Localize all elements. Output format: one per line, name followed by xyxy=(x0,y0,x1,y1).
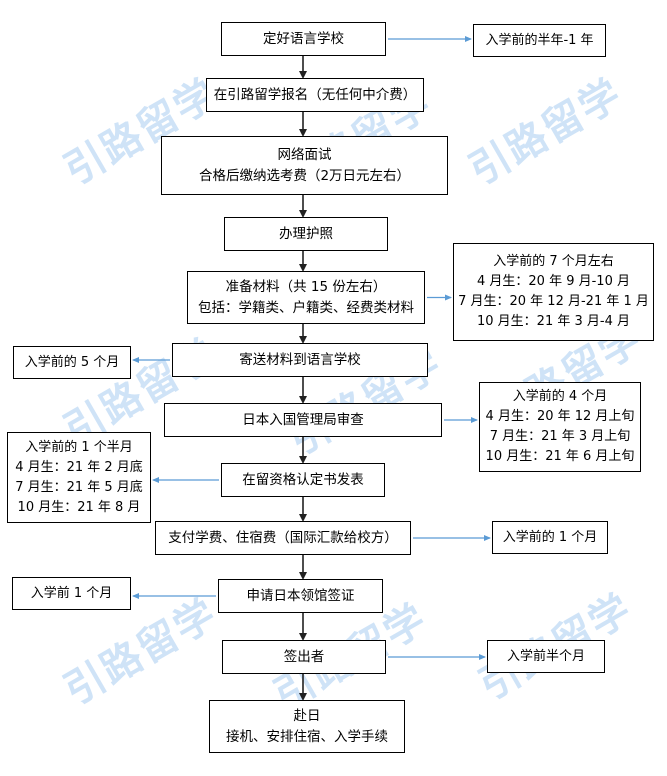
note-visa-apply: 入学前 1 个月 xyxy=(12,577,131,610)
step-text: 支付学费、住宿费（国际汇款给校方） xyxy=(168,529,398,546)
note-text: 入学前的 1 个半月 xyxy=(25,439,133,455)
step-immigration-review: 日本入国管理局审查 xyxy=(164,403,442,437)
step-text: 寄送材料到语言学校 xyxy=(239,351,361,368)
step-choose-school: 定好语言学校 xyxy=(221,22,386,56)
note-text: 4 月生：21 年 2 月底 xyxy=(15,459,143,475)
note-send-materials: 入学前的 5 个月 xyxy=(13,346,131,379)
note-text: 入学前半个月 xyxy=(506,648,585,664)
note-text: 入学前的 1 个月 xyxy=(502,529,598,545)
note-text: 4 月生：20 年 12 月上旬 xyxy=(485,409,635,424)
note-text: 入学前的 4 个月 xyxy=(512,389,608,404)
step-text: 准备材料（共 15 份左右） xyxy=(225,278,387,295)
note-prepare-materials: 入学前的 7 个月左右 4 月生：20 年 9 月-10 月 7 月生：20 年… xyxy=(453,243,654,341)
step-coe-issued: 在留资格认定书发表 xyxy=(221,463,385,497)
note-text: 10 月生：21 年 6 月上旬 xyxy=(485,449,635,464)
note-text: 入学前的 5 个月 xyxy=(24,354,120,370)
step-text: 办理护照 xyxy=(279,225,333,242)
step-pay-fees: 支付学费、住宿费（国际汇款给校方） xyxy=(155,521,411,555)
step-text: 包括：学籍类、户籍类、经费类材料 xyxy=(198,299,414,316)
note-coe-issued: 入学前的 1 个半月 4 月生：21 年 2 月底 7 月生：21 年 5 月底… xyxy=(7,432,151,523)
step-online-interview: 网络面试 合格后缴纳选考费（2万日元左右） xyxy=(161,136,448,195)
note-visa-issued: 入学前半个月 xyxy=(487,640,605,673)
note-text: 入学前的 7 个月左右 xyxy=(493,254,614,269)
note-text: 7 月生：21 年 3 月上旬 xyxy=(489,429,631,444)
note-text: 入学前的半年-1 年 xyxy=(485,32,594,48)
step-register: 在引路留学报名（无任何中介费） xyxy=(206,78,424,112)
note-text: 10 月生：21 年 8 月 xyxy=(17,499,141,515)
step-text: 申请日本领馆签证 xyxy=(246,587,355,604)
step-text: 定好语言学校 xyxy=(263,30,344,47)
step-passport: 办理护照 xyxy=(224,217,388,251)
note-immigration-review: 入学前的 4 个月 4 月生：20 年 12 月上旬 7 月生：21 年 3 月… xyxy=(479,382,641,472)
note-text: 10 月生：21 年 3 月-4 月 xyxy=(477,314,630,329)
step-go-japan: 赴日 接机、安排住宿、入学手续 xyxy=(209,700,405,753)
step-visa-apply: 申请日本领馆签证 xyxy=(218,579,383,613)
note-text: 7 月生：20 年 12 月-21 年 1 月 xyxy=(458,294,649,309)
step-visa-issued: 签出者 xyxy=(222,640,386,674)
step-text: 签出者 xyxy=(283,648,325,665)
note-text: 7 月生：21 年 5 月底 xyxy=(15,479,143,495)
step-prepare-materials: 准备材料（共 15 份左右） 包括：学籍类、户籍类、经费类材料 xyxy=(187,271,425,324)
step-text: 日本入国管理局审查 xyxy=(242,411,364,428)
note-pay-fees: 入学前的 1 个月 xyxy=(492,521,608,554)
step-text: 合格后缴纳选考费（2万日元左右） xyxy=(198,167,411,184)
note-text: 入学前 1 个月 xyxy=(30,585,113,601)
step-text: 赴日 xyxy=(293,707,321,724)
step-text: 在引路留学报名（无任何中介费） xyxy=(213,86,417,103)
step-text: 网络面试 xyxy=(277,146,332,163)
note-choose-school: 入学前的半年-1 年 xyxy=(473,24,606,57)
step-text: 接机、安排住宿、入学手续 xyxy=(226,728,388,745)
note-text: 4 月生：20 年 9 月-10 月 xyxy=(477,274,630,289)
step-text: 在留资格认定书发表 xyxy=(242,471,364,488)
step-send-materials: 寄送材料到语言学校 xyxy=(172,343,428,377)
